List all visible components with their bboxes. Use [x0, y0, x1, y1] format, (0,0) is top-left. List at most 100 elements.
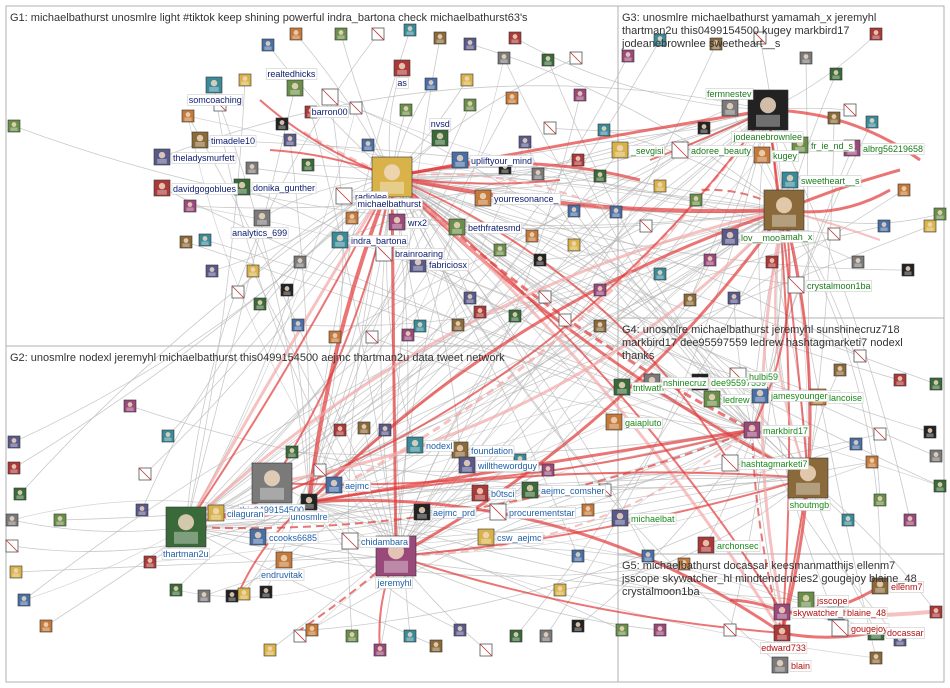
- node-thumbnail[interactable]: [865, 455, 879, 469]
- node-thumbnail[interactable]: [531, 167, 545, 181]
- node-thumbnail[interactable]: [753, 31, 767, 45]
- node-thumbnail[interactable]: [933, 207, 947, 221]
- node-thumbnail[interactable]: [543, 121, 557, 135]
- node-adoree-beauty[interactable]: [671, 141, 689, 159]
- node-thumbnail[interactable]: [301, 158, 315, 172]
- node-thumbnail[interactable]: [653, 179, 667, 193]
- node-willthewordguy[interactable]: [458, 456, 476, 474]
- node-analytics-699[interactable]: [253, 209, 271, 227]
- node-michaelbathurst[interactable]: [371, 156, 413, 198]
- node-thumbnail[interactable]: [609, 205, 623, 219]
- node-thumbnail[interactable]: [7, 435, 21, 449]
- node-gougejoy[interactable]: [831, 619, 849, 637]
- node-thumbnail[interactable]: [451, 318, 465, 332]
- node-b0tsci[interactable]: [471, 484, 489, 502]
- node-thumbnail[interactable]: [371, 27, 385, 41]
- node-thumbnail[interactable]: [929, 377, 943, 391]
- node-thumbnail[interactable]: [401, 328, 415, 342]
- node-thumbnail[interactable]: [571, 549, 585, 563]
- node-bethfratesmd[interactable]: [448, 218, 466, 236]
- node-thumbnail[interactable]: [683, 293, 697, 307]
- node-thumbnail[interactable]: [291, 318, 305, 332]
- node-thumbnail[interactable]: [615, 623, 629, 637]
- node-thumbnail[interactable]: [829, 67, 843, 81]
- node-thumbnail[interactable]: [13, 487, 27, 501]
- node-thumbnail[interactable]: [473, 305, 487, 319]
- node-thumbnail[interactable]: [378, 423, 392, 437]
- node-thumbnail[interactable]: [893, 373, 907, 387]
- node-thumbnail[interactable]: [897, 183, 911, 197]
- node-thumbnail[interactable]: [238, 73, 252, 87]
- node-thumbnail[interactable]: [479, 643, 493, 657]
- node-thumbnail[interactable]: [653, 623, 667, 637]
- node-thumbnail[interactable]: [869, 651, 883, 665]
- node-thumbnail[interactable]: [198, 233, 212, 247]
- node-thumbnail[interactable]: [518, 135, 532, 149]
- node-thumbnail[interactable]: [581, 503, 595, 517]
- node-thumbnail[interactable]: [349, 101, 363, 115]
- node-thumbnail[interactable]: [597, 123, 611, 137]
- node-thumbnail[interactable]: [328, 330, 342, 344]
- node-thumbnail[interactable]: [697, 121, 711, 135]
- node-thumbnail[interactable]: [533, 253, 547, 267]
- node-thumbnail[interactable]: [237, 587, 251, 601]
- node-aejmc-prd[interactable]: [413, 503, 431, 521]
- node-thumbnail[interactable]: [727, 291, 741, 305]
- node-realtedhicks[interactable]: [286, 79, 304, 97]
- node-thumbnail[interactable]: [877, 219, 891, 233]
- node-thumbnail[interactable]: [849, 437, 863, 451]
- node-thumbnail[interactable]: [497, 51, 511, 65]
- node-fabriciosx[interactable]: [409, 255, 427, 273]
- node-thumbnail[interactable]: [373, 643, 387, 657]
- node-thumbnail[interactable]: [5, 539, 19, 553]
- node-thumbnail[interactable]: [799, 51, 813, 65]
- node-thumbnail[interactable]: [293, 629, 307, 643]
- node-thumbnail[interactable]: [399, 103, 413, 117]
- node-thumbnail[interactable]: [567, 238, 581, 252]
- node-thumbnail[interactable]: [53, 513, 67, 527]
- node-thumbnail[interactable]: [841, 513, 855, 527]
- node-yourresonance-[interactable]: [474, 189, 492, 207]
- node-thumbnail[interactable]: [161, 429, 175, 443]
- node-thumbnail[interactable]: [261, 38, 275, 52]
- node-thumbnail[interactable]: [361, 138, 375, 152]
- node-thumbnail[interactable]: [833, 363, 847, 377]
- node-michaelbat[interactable]: [611, 509, 629, 527]
- node-davidgogoblues[interactable]: [153, 179, 171, 197]
- node-thumbnail[interactable]: [463, 291, 477, 305]
- node-ccooks6685[interactable]: [249, 528, 267, 546]
- node-thumbnail[interactable]: [453, 623, 467, 637]
- node-thumbnail[interactable]: [851, 255, 865, 269]
- node-thumbnail[interactable]: [138, 467, 152, 481]
- node-thumbnail[interactable]: [197, 589, 211, 603]
- node-nodexl[interactable]: [406, 436, 424, 454]
- node-thumbnail[interactable]: [123, 399, 137, 413]
- node-gaiapluto[interactable]: [605, 413, 623, 431]
- node-thumbnail[interactable]: [923, 219, 937, 233]
- node-thumbnail[interactable]: [593, 319, 607, 333]
- node-tntlwath[interactable]: [613, 378, 631, 396]
- node-thumbnail[interactable]: [653, 267, 667, 281]
- node-thumbnail[interactable]: [853, 349, 867, 363]
- node-thumbnail[interactable]: [689, 193, 703, 207]
- node-this0499154500[interactable]: [251, 462, 293, 504]
- node-thumbnail[interactable]: [463, 98, 477, 112]
- node-thumbnail[interactable]: [403, 629, 417, 643]
- node-thumbnail[interactable]: [573, 88, 587, 102]
- node-thumbnail[interactable]: [571, 153, 585, 167]
- node-timadele10[interactable]: [191, 131, 209, 149]
- node-thumbnail[interactable]: [553, 583, 567, 597]
- node-thumbnail[interactable]: [183, 199, 197, 213]
- node-thumbnail[interactable]: [827, 227, 841, 241]
- node-thumbnail[interactable]: [569, 51, 583, 65]
- node-csw-aejmc[interactable]: [477, 528, 495, 546]
- node-edward733[interactable]: [773, 624, 791, 642]
- node-thumbnail[interactable]: [17, 593, 31, 607]
- node-thumbnail[interactable]: [903, 513, 917, 527]
- node-thumbnail[interactable]: [567, 204, 581, 218]
- node-thumbnail[interactable]: [285, 445, 299, 459]
- node-fermnestev[interactable]: [721, 99, 739, 117]
- node-thumbnail[interactable]: [275, 117, 289, 131]
- node-endruvitak[interactable]: [275, 551, 293, 569]
- node-thumbnail[interactable]: [39, 619, 53, 633]
